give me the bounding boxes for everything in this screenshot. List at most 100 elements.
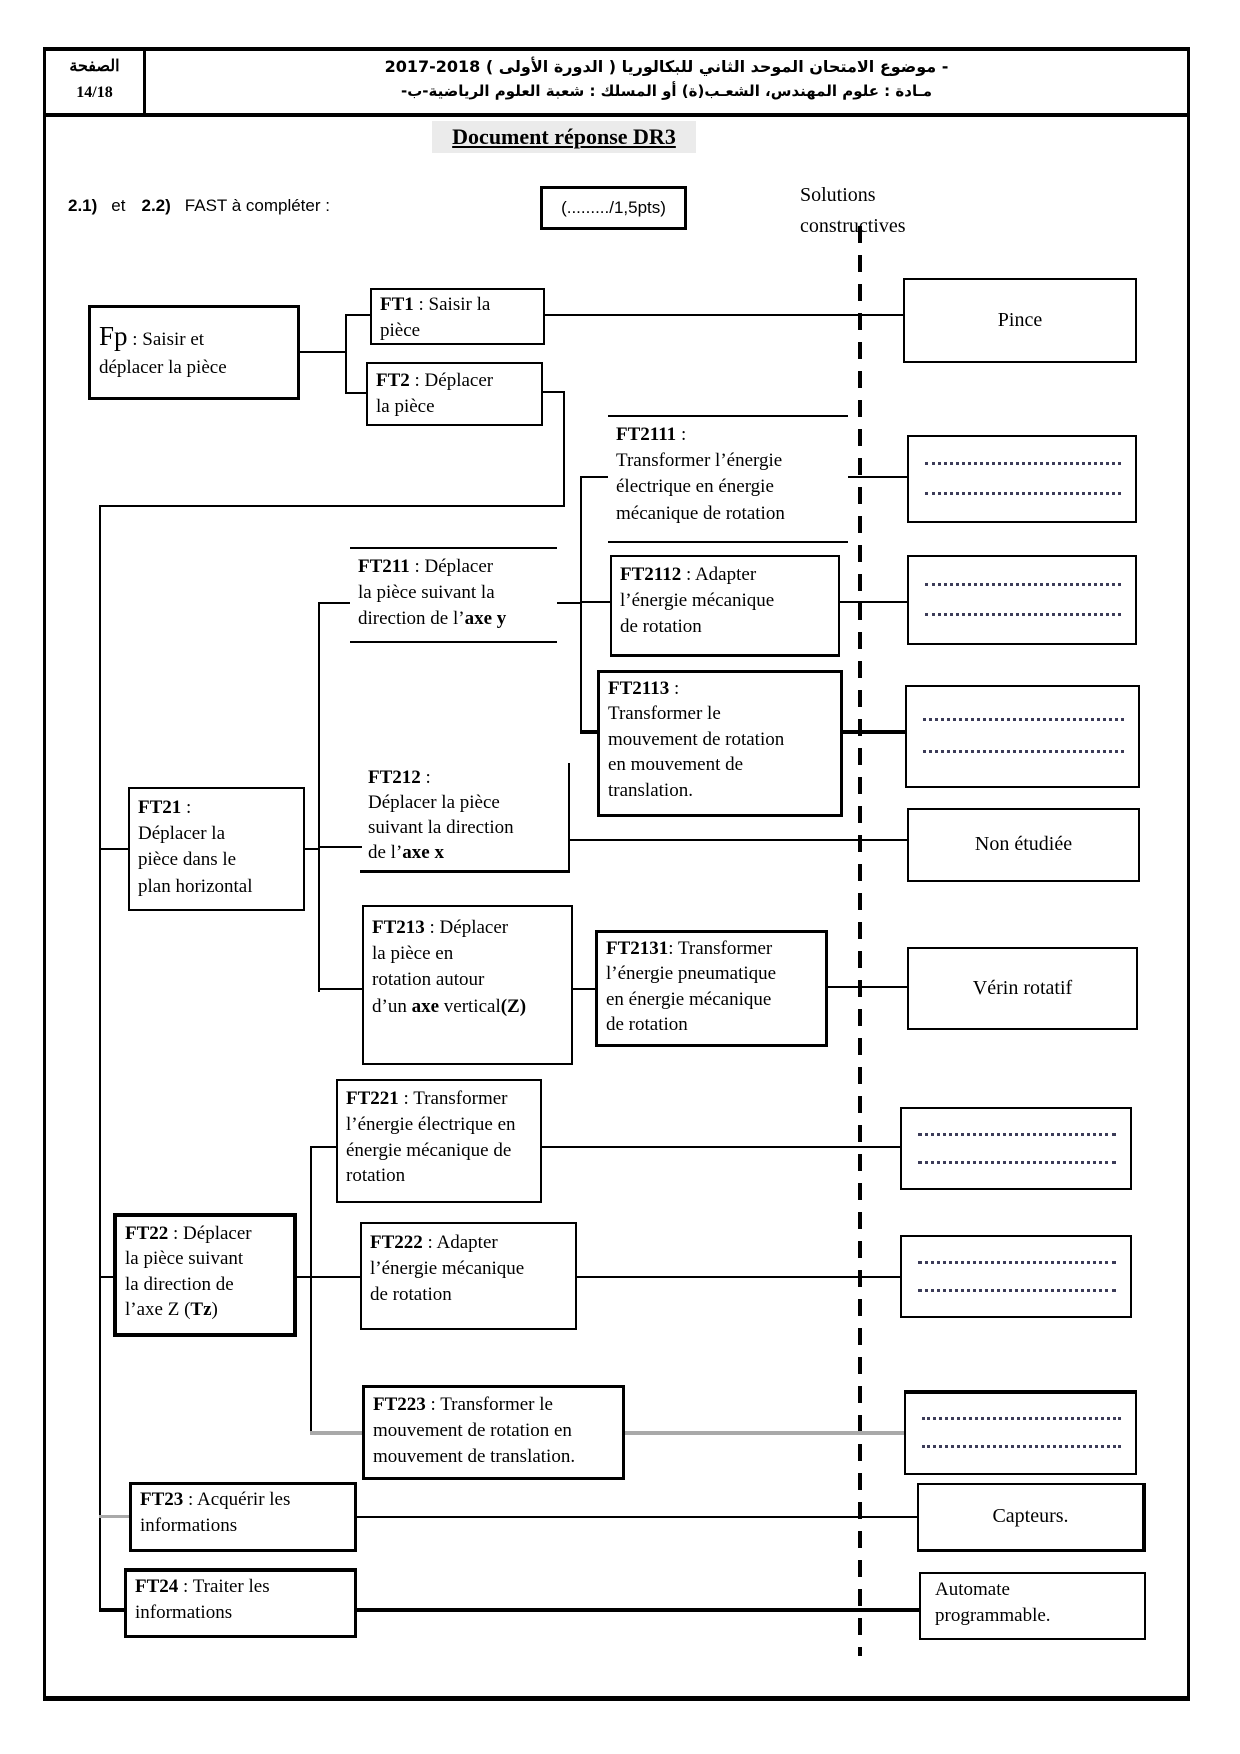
solution-automate-box: Automate programmable. [919, 1572, 1146, 1640]
ft2113-label: FT2113 [608, 678, 670, 699]
ft2111-text: : Transformer l’énergie électrique en én… [616, 424, 785, 524]
ft222-text: : Adapter l’énergie mécanique de rotatio… [370, 1232, 525, 1306]
ft2111-label: FT2111 [616, 424, 677, 445]
answer-box-ft2112[interactable] [907, 555, 1137, 645]
answer-box-ft2111[interactable] [907, 435, 1137, 523]
answer-box-ft221[interactable] [900, 1107, 1132, 1190]
ft2113-text: : Transformer le mouvement de rotation e… [608, 678, 785, 801]
dotted-answer-line [922, 1417, 1121, 1420]
connector-ft2111-answer [848, 476, 907, 478]
ft222-box: FT222 : Adapter l’énergie mécanique de r… [360, 1222, 577, 1330]
ft213-bold-z: (Z) [500, 995, 527, 1017]
ft212-text: : Déplacer la pièce suivant la direction… [368, 767, 514, 864]
dotted-answer-line [918, 1133, 1116, 1136]
ft21-label: FT21 [138, 797, 182, 818]
ft212-box: FT212 : Déplacer la pièce suivant la dir… [360, 763, 570, 873]
ft22-text: : Déplacer la pièce suivant la direction… [125, 1223, 252, 1321]
connector-fp-out [300, 351, 346, 353]
ft2131-box: FT2131: Transformer l’énergie pneumatiqu… [595, 930, 828, 1047]
exam-header-line2: مـادة : علوم المهندس، الشعـب(ة) أو المسل… [400, 81, 933, 100]
page-number-cell: الصفحة 14/18 [46, 51, 146, 113]
answer-box-ft2113[interactable] [905, 685, 1140, 788]
solution-verin-rotatif-box: Vérin rotatif [907, 947, 1138, 1030]
ft2112-label: FT2112 [620, 564, 682, 585]
dotted-answer-line [922, 1445, 1121, 1448]
connector-ft212-in [320, 846, 362, 848]
page-label: الصفحة [69, 58, 120, 75]
ft21-text: : Déplacer la pièce dans le plan horizon… [138, 797, 253, 897]
ft24-text: : Traiter les informations [135, 1576, 270, 1624]
connector-ft2112-in [582, 601, 610, 603]
connector-ft2113-answer [843, 730, 905, 734]
connector-ft1-in [347, 314, 370, 316]
connector-ft22-out [297, 1276, 310, 1278]
connector-main-trunk [99, 505, 101, 1612]
answer-box-ft223[interactable] [904, 1390, 1137, 1475]
ft223-text: : Transformer le mouvement de rotation e… [373, 1394, 576, 1467]
connector-ft221-in [312, 1146, 336, 1148]
dotted-answer-line [925, 613, 1121, 616]
connector-ft223-answer [625, 1431, 904, 1435]
solution-pince-box: Pince [903, 278, 1137, 363]
dotted-answer-line [918, 1161, 1116, 1164]
connector-ft1-pince [545, 314, 903, 316]
ft23-label: FT23 [140, 1489, 184, 1510]
ft2113-box: FT2113 : Transformer le mouvement de rot… [597, 670, 843, 817]
ft2131-text: : Transformer l’énergie pneumatique en é… [606, 938, 777, 1036]
ft223-label: FT223 [373, 1394, 426, 1415]
ft24-box: FT24 : Traiter les informations [124, 1568, 357, 1638]
connector-ft221-answer [542, 1146, 900, 1148]
solutions-column-header: Solutions constructives [800, 184, 906, 237]
ft213-text2: vertical [439, 995, 501, 1017]
ft22-text2: ) [211, 1299, 218, 1321]
ft1-box: FT1 : Saisir la pièce [370, 288, 545, 345]
ft24-label: FT24 [135, 1576, 179, 1597]
fp-box: Fp : Saisir et déplacer la pièce [88, 305, 300, 400]
dotted-answer-line [918, 1261, 1116, 1264]
connector-ft2-drop [563, 391, 565, 507]
connector-trunk-ft22 [310, 1146, 312, 1435]
ft2-text: : Déplacer la pièce [376, 370, 494, 418]
ft211-box: FT211 : Déplacer la pièce suivant la dir… [350, 547, 557, 643]
conjunction: et [111, 196, 126, 215]
connector-ft2113-in [580, 730, 597, 734]
page-header: الصفحة 14/18 - موضوع الامتحان الموحد الث… [43, 47, 1190, 117]
ft213-text: : Déplacer la pièce en rotation autour d… [372, 917, 509, 1017]
question-2-1: 2.1) [68, 196, 98, 215]
connector-ft2131-verin [828, 986, 907, 988]
fp-label: Fp [99, 321, 128, 351]
connector-trunk-ft211 [580, 476, 582, 734]
fp-text: : Saisir et déplacer la pièce [99, 329, 227, 379]
ft1-text: : Saisir la pièce [380, 294, 491, 342]
connector-ft212-non-etudiee [570, 839, 907, 841]
question-2-2: 2.2) [141, 196, 171, 215]
ft223-box: FT223 : Transformer le mouvement de rota… [362, 1385, 625, 1480]
dotted-answer-line [923, 750, 1124, 753]
ft2-label: FT2 [376, 370, 410, 391]
connector-trunk-ft21 [318, 602, 320, 992]
intro-label: FAST à compléter : [184, 196, 330, 215]
question-intro: 2.1) et 2.2) FAST à compléter : [68, 196, 330, 216]
ft213-label: FT213 [372, 917, 425, 938]
ft221-box: FT221 : Transformer l’énergie électrique… [336, 1079, 542, 1203]
answer-box-ft222[interactable] [900, 1235, 1132, 1318]
connector-ft211-out [557, 602, 580, 604]
exam-header-text: - موضوع الامتحان الموحد الثاني للبكالوري… [150, 51, 1183, 113]
ft1-label: FT1 [380, 294, 414, 315]
connector-ft23-capteurs [357, 1516, 917, 1518]
ft23-text: : Acquérir les informations [140, 1489, 291, 1537]
connector-ft222-answer [577, 1276, 900, 1278]
connector-ft213-in [320, 988, 362, 990]
dotted-answer-line [923, 718, 1124, 721]
ft221-text: : Transformer l’énergie électrique en én… [346, 1088, 516, 1187]
connector-ft223-in [310, 1431, 362, 1435]
points-box: (........./1,5pts) [540, 186, 687, 230]
connector-ft2-out [543, 391, 565, 393]
dashed-separator-line [858, 226, 862, 1656]
ft212-bold-text: axe x [402, 842, 444, 864]
connector-ft21-out [305, 848, 320, 850]
connector-ft2111-in [582, 476, 608, 478]
exam-header-line1: - موضوع الامتحان الموحد الثاني للبكالوري… [384, 57, 949, 76]
connector-ft2-in [345, 392, 366, 394]
